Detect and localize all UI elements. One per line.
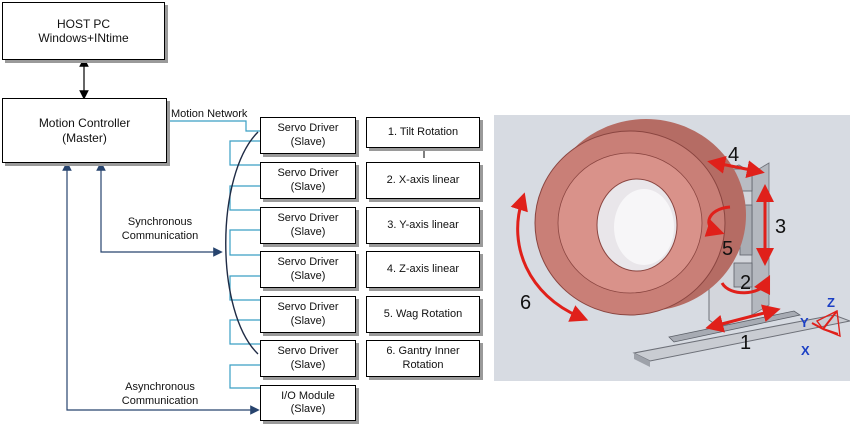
io-module-role: (Slave) (290, 403, 326, 415)
async-label-line1: Asynchronous (125, 381, 195, 393)
servo-driver-2: Servo Driver (Slave) (260, 162, 356, 199)
axis-label: 5. Wag Rotation (383, 307, 463, 320)
gantry-illustration: 1 2 3 4 5 6 Z Y X (510, 119, 850, 367)
servo-driver-6: Servo Driver (Slave) (260, 340, 356, 377)
driver-role: (Slave) (290, 225, 326, 238)
axis-label-line2: Rotation (402, 358, 444, 371)
arrow-4 (707, 155, 765, 179)
driver-label: Servo Driver (277, 167, 339, 180)
base-front (634, 353, 650, 367)
driver-role: (Slave) (290, 135, 326, 148)
motion-controller-box: Motion Controller (Master) (2, 98, 167, 163)
driver-label: Servo Driver (277, 345, 339, 358)
axis-label: 1. Tilt Rotation (387, 125, 459, 138)
axis-box-1: 1. Tilt Rotation (366, 117, 480, 148)
driver-role: (Slave) (290, 358, 326, 371)
triad-z-label: Z (827, 295, 835, 310)
driver-label: Servo Driver (277, 256, 339, 269)
driver-label: Servo Driver (277, 301, 339, 314)
driver-role: (Slave) (290, 180, 326, 193)
sync-label-line1: Synchronous (127, 216, 193, 228)
axis-label: 4. Z-axis linear (386, 262, 460, 275)
wag-actuator (733, 262, 753, 288)
sync-label-line2: Communication (121, 229, 199, 242)
controller-role: (Master) (62, 130, 107, 145)
driver-label: Servo Driver (277, 212, 339, 225)
gantry-ring (534, 119, 746, 316)
axis-label: 3. Y-axis linear (387, 218, 459, 231)
arrow-2 (720, 274, 771, 296)
async-label-line2: Communication (121, 394, 199, 407)
axis-box-6: 6. Gantry Inner Rotation (366, 340, 480, 377)
controller-title: Motion Controller (38, 116, 131, 131)
driver-label: Servo Driver (277, 122, 339, 135)
label-2: 2 (740, 272, 751, 294)
driver-role: (Slave) (290, 314, 326, 327)
axis-box-4: 4. Z-axis linear (366, 251, 480, 288)
triad-x-label: X (801, 343, 810, 358)
axis-box-2: 2. X-axis linear (366, 162, 480, 199)
sync-comm-label: Synchronous Communication (110, 216, 210, 244)
host-title: HOST PC (56, 16, 111, 31)
arrow-6 (510, 192, 589, 322)
axis-label: 6. Gantry Inner (386, 345, 460, 358)
axis-box-5: 5. Wag Rotation (366, 296, 480, 333)
label-1: 1 (740, 332, 751, 354)
io-module: I/O Module (Slave) (260, 385, 356, 421)
io-module-label: I/O Module (281, 389, 335, 402)
axis-box-3: 3. Y-axis linear (366, 207, 480, 244)
motion-arrows (510, 155, 781, 333)
host-pc-box: HOST PC Windows+INtime (2, 2, 165, 60)
axis-label: 2. X-axis linear (386, 173, 460, 186)
servo-driver-1: Servo Driver (Slave) (260, 117, 356, 154)
gantry-render-panel: 1 2 3 4 5 6 Z Y X (494, 115, 850, 381)
label-5: 5 (722, 238, 733, 260)
host-os: Windows+INtime (38, 31, 129, 45)
motion-network-label: Motion Network (171, 108, 248, 120)
servo-driver-5: Servo Driver (Slave) (260, 296, 356, 333)
driver-role: (Slave) (290, 269, 326, 282)
arrow-5 (704, 205, 731, 237)
arrow-1 (705, 304, 781, 333)
servo-driver-3: Servo Driver (Slave) (260, 207, 356, 244)
label-3: 3 (775, 216, 786, 238)
label-6: 6 (520, 292, 531, 314)
triad-y-label: Y (800, 315, 809, 330)
async-comm-label: Asynchronous Communication (105, 381, 215, 409)
axis-triad-icon (811, 309, 841, 338)
motion-network-line (167, 120, 260, 132)
async-comm-arrow (62, 161, 260, 415)
label-4: 4 (728, 144, 739, 166)
servo-driver-4: Servo Driver (Slave) (260, 251, 356, 288)
